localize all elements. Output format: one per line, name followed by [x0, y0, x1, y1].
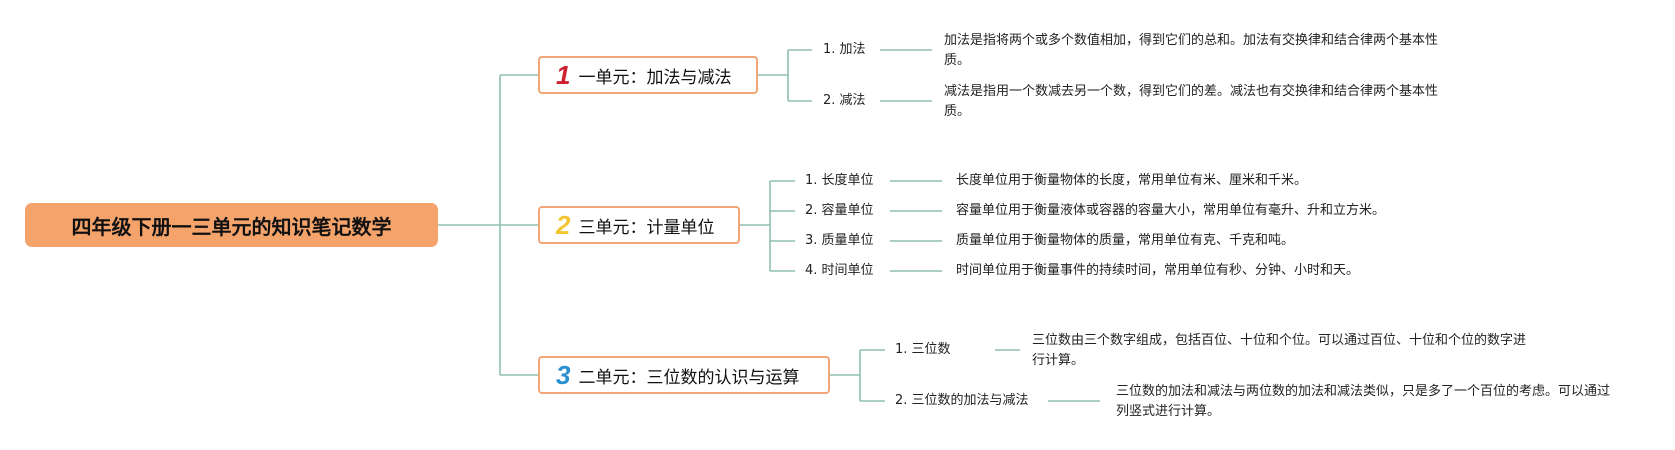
topic-addition[interactable]: 1. 加法	[823, 42, 866, 57]
topic-three-digit-add-sub[interactable]: 2. 三位数的加法与减法	[895, 393, 1029, 408]
root-topic[interactable]: 四年级下册一三单元的知识笔记数学	[25, 203, 438, 247]
branch-unit-2[interactable]: 3 二单元：三位数的认识与运算	[538, 356, 830, 394]
topic-subtraction[interactable]: 2. 减法	[823, 93, 866, 108]
branch-number-1: 1	[556, 60, 571, 90]
branch-title-3: 二单元：三位数的认识与运算	[578, 367, 800, 388]
desc-three-digit: 三位数由三个数字组成，包括百位、十位和个位。可以通过百位、十位和个位的数字进行计…	[1032, 333, 1527, 368]
topic-time-unit[interactable]: 4. 时间单位	[805, 263, 874, 278]
desc-three-digit-add-sub: 三位数的加法和减法与两位数的加法和减法类似，只是多了一个百位的考虑。可以通过列竖…	[1116, 384, 1611, 419]
topic-length-unit[interactable]: 1. 长度单位	[805, 173, 874, 188]
branch-title-1: 一单元：加法与减法	[578, 67, 732, 88]
desc-time-unit: 时间单位用于衡量事件的持续时间，常用单位有秒、分钟、小时和天。	[956, 263, 1360, 278]
root-title: 四年级下册一三单元的知识笔记数学	[71, 214, 392, 239]
topic-mass-unit[interactable]: 3. 质量单位	[805, 233, 874, 248]
desc-addition: 加法是指将两个或多个数值相加，得到它们的总和。加法有交换律和结合律两个基本性质。	[944, 33, 1439, 68]
branch-unit-3[interactable]: 2 三单元：计量单位	[538, 206, 740, 244]
topic-three-digit[interactable]: 1. 三位数	[895, 342, 951, 357]
branch-number-3: 3	[556, 360, 571, 390]
branch-title-2: 三单元：计量单位	[578, 217, 715, 238]
branch-number-2: 2	[556, 210, 571, 240]
desc-capacity-unit: 容量单位用于衡量液体或容器的容量大小，常用单位有毫升、升和立方米。	[956, 203, 1386, 218]
desc-subtraction: 减法是指用一个数减去另一个数，得到它们的差。减法也有交换律和结合律两个基本性质。	[944, 84, 1439, 119]
topic-capacity-unit[interactable]: 2. 容量单位	[805, 203, 874, 218]
desc-length-unit: 长度单位用于衡量物体的长度，常用单位有米、厘米和千米。	[956, 173, 1308, 188]
desc-mass-unit: 质量单位用于衡量物体的质量，常用单位有克、千克和吨。	[956, 233, 1295, 248]
branch-unit-1[interactable]: 1 一单元：加法与减法	[538, 56, 758, 94]
